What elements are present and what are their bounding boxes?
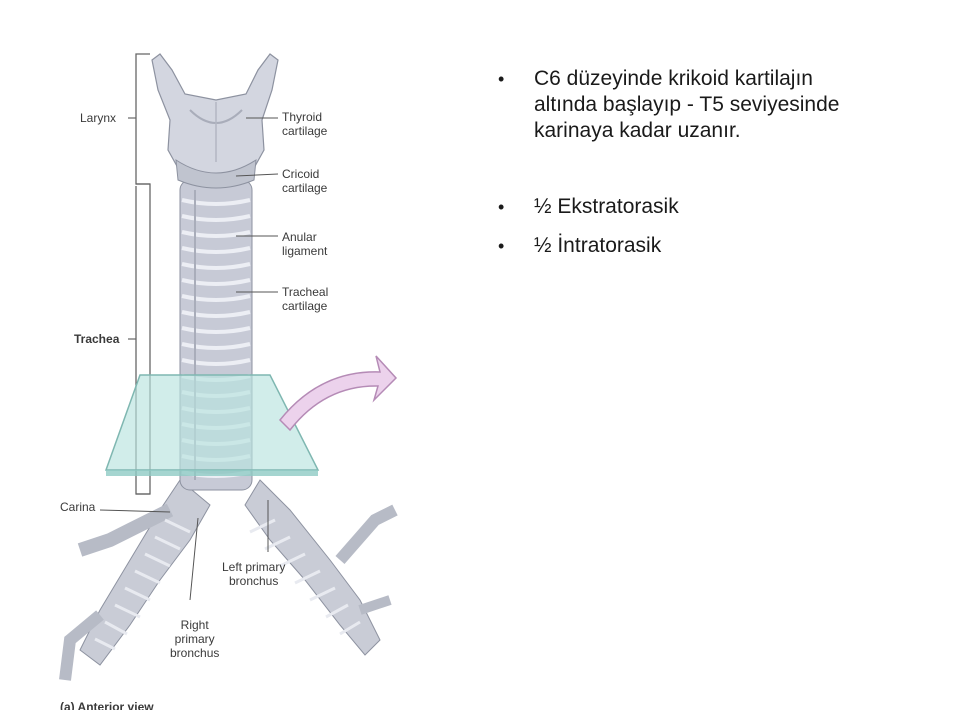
bullet-text: ½ İntratorasik — [534, 234, 661, 257]
bullet-symbol: • — [498, 233, 504, 259]
label-left-primary-bronchus: Left primary bronchus — [222, 560, 285, 588]
figure-caption: (a) Anterior view — [60, 700, 154, 710]
label-carina: Carina — [60, 500, 95, 514]
label-larynx: Larynx — [80, 111, 116, 125]
larynx-bracket — [136, 54, 150, 184]
label-cricoid-cartilage: Cricoid cartilage — [282, 167, 327, 195]
bullet-item: • C6 düzeyinde krikoid kartilajın altınd… — [496, 66, 854, 144]
trachea-illustration: Larynx Thyroid cartilage Cricoid cartila… — [40, 40, 400, 710]
label-right-primary-bronchus: Right primary bronchus — [170, 618, 219, 660]
label-tracheal-cartilage: Tracheal cartilage — [282, 285, 328, 313]
bullet-item: • ½ Ekstratorasik — [496, 194, 916, 220]
label-thyroid-cartilage: Thyroid cartilage — [282, 110, 327, 138]
bullet-text: ½ Ekstratorasik — [534, 195, 679, 218]
bullet-symbol: • — [498, 194, 504, 220]
bullet-symbol: • — [498, 66, 504, 92]
label-anular-ligament: Anular ligament — [282, 230, 327, 258]
label-trachea: Trachea — [74, 332, 119, 346]
bullet-item: • ½ İntratorasik — [496, 233, 916, 259]
bullet-text: C6 düzeyinde krikoid kartilajın altında … — [534, 67, 839, 142]
bullet-list: • C6 düzeyinde krikoid kartilajın altınd… — [496, 66, 916, 259]
trachea-drawing — [40, 40, 400, 710]
